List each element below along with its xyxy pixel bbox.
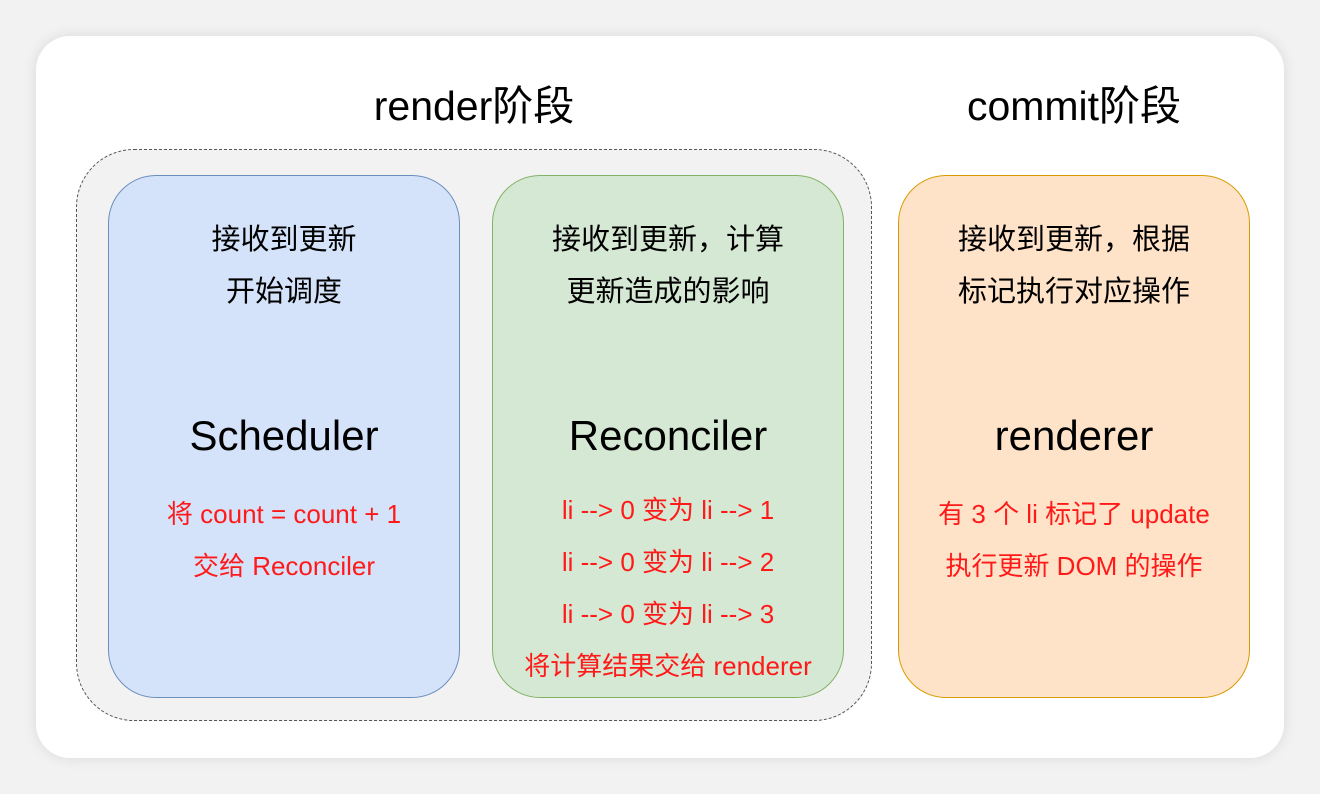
reconciler-box: 接收到更新，计算 更新造成的影响 Reconciler li --> 0 变为 … [492,175,844,698]
reconciler-note-line: li --> 0 变为 li --> 3 [561,599,775,629]
renderer-box: 接收到更新，根据 标记执行对应操作 renderer 有 3 个 li 标记了 … [898,175,1250,698]
renderer-desc-line: 接收到更新，根据 [957,224,1190,256]
renderer-notes: 有 3 个 li 标记了 update 执行更新 DOM 的操作 [899,488,1249,592]
scheduler-desc-line: 开始调度 [225,276,342,308]
render-phase-title: render阶段 [373,83,575,129]
scheduler-notes: 将 count = count + 1 交给 Reconciler [109,488,459,592]
scheduler-note-line: 交给 Reconciler [192,551,376,581]
commit-phase-title: commit阶段 [966,83,1182,129]
reconciler-notes: li --> 0 变为 li --> 1 li --> 0 变为 li --> … [493,484,843,692]
renderer-title: renderer [994,412,1154,459]
reconciler-note-line: 将计算结果交给 renderer [524,651,812,681]
reconciler-note-line: li --> 0 变为 li --> 2 [561,547,775,577]
renderer-desc-line: 标记执行对应操作 [957,276,1190,308]
scheduler-box: 接收到更新 开始调度 Scheduler 将 count = count + 1… [108,175,460,698]
renderer-note-line: 有 3 个 li 标记了 update [938,499,1210,529]
reconciler-description: 接收到更新，计算 更新造成的影响 [493,214,843,318]
reconciler-title: Reconciler [568,412,768,459]
reconciler-desc-line: 更新造成的影响 [566,276,770,308]
reconciler-desc-line: 接收到更新，计算 [551,224,784,256]
scheduler-description: 接收到更新 开始调度 [109,214,459,318]
scheduler-note-line: 将 count = count + 1 [166,499,402,529]
renderer-note-line: 执行更新 DOM 的操作 [945,551,1203,581]
scheduler-desc-line: 接收到更新 [211,224,357,256]
reconciler-note-line: li --> 0 变为 li --> 1 [561,495,775,525]
renderer-description: 接收到更新，根据 标记执行对应操作 [899,214,1249,318]
scheduler-title: Scheduler [189,412,379,459]
